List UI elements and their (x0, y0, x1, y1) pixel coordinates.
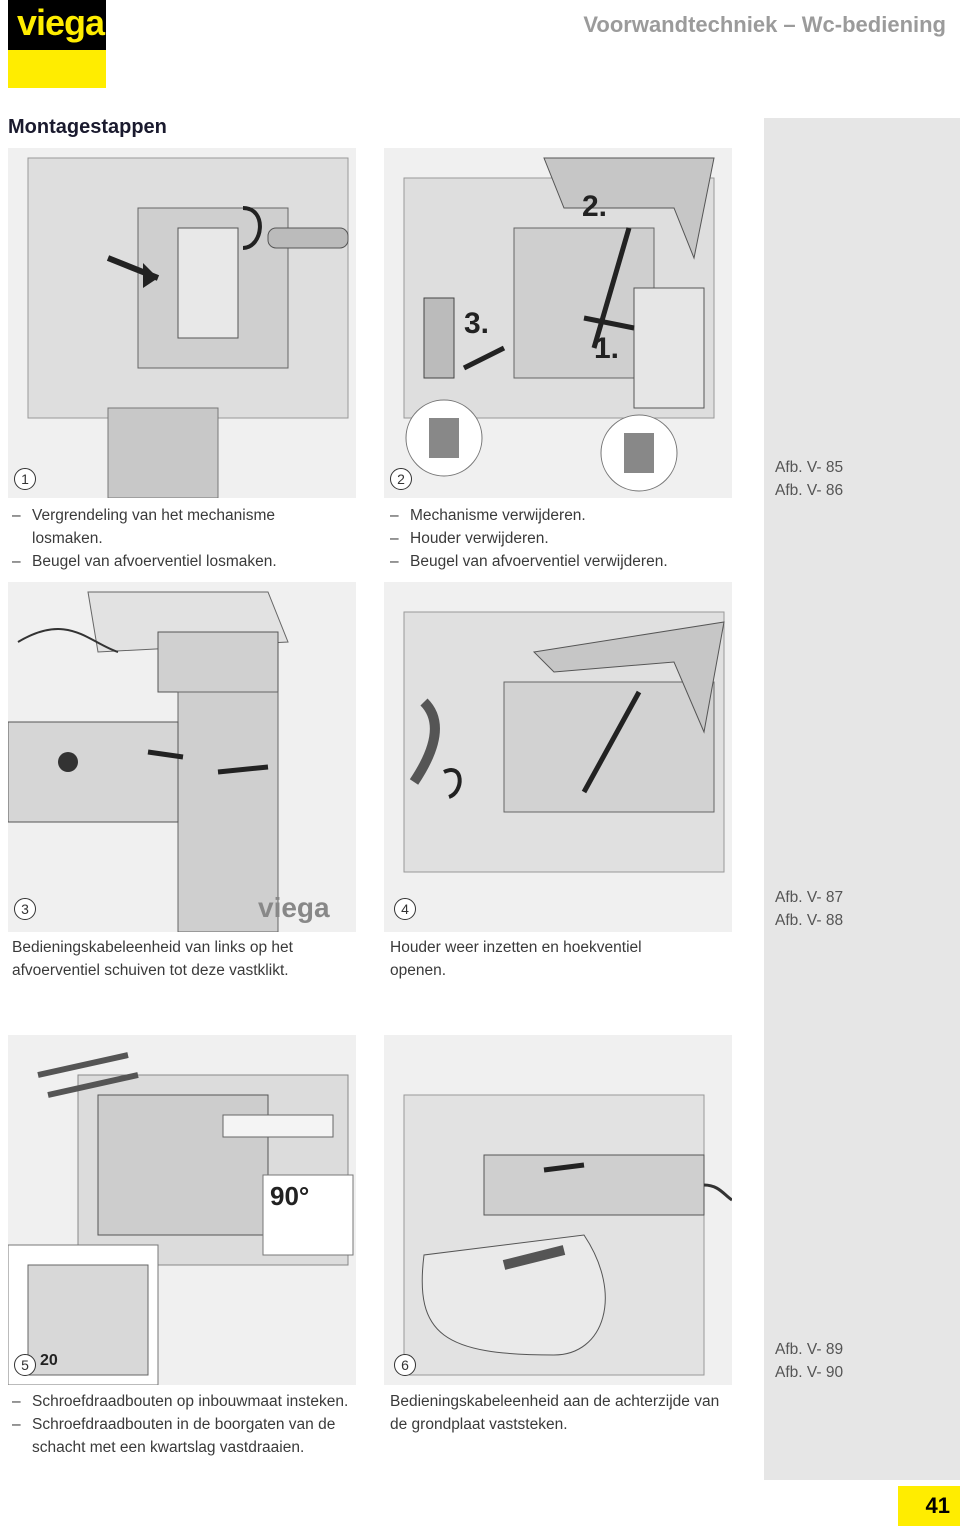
step-1-caption: Vergrendeling van het mechanisme losmake… (8, 504, 348, 573)
figure-ref: Afb. V- 85 (775, 459, 844, 476)
figure-refs-1: Afb. V- 85 Afb. V- 86 (775, 456, 843, 502)
figure-1 (8, 148, 356, 498)
figure-4 (384, 582, 732, 932)
figure-refs-2: Afb. V- 87 Afb. V- 88 (775, 886, 843, 932)
sidebar-column (764, 118, 960, 1480)
step-5-caption: Schroefdraadbouten op inbouwmaat insteke… (8, 1390, 368, 1459)
figure-5: 90° 20 (8, 1035, 356, 1385)
figure-6-drawing (403, 1094, 732, 1376)
logo-black-box: viega (8, 0, 106, 50)
section-title: Montagestappen (8, 116, 167, 138)
page-number: 41 (898, 1486, 960, 1526)
figure-1-drawing (27, 157, 349, 498)
step-4-caption: Houder weer inzetten en hoekventiel open… (390, 939, 642, 979)
figure-ref: Afb. V- 89 (775, 1341, 844, 1358)
figure-2-label-3: 3. (464, 307, 489, 340)
figure-5-drawing: 90° 20 (8, 1052, 354, 1385)
figure-5-measure-label: 20 (40, 1352, 58, 1369)
figure-3: viega (8, 582, 356, 932)
step-3-marker: 3 (14, 898, 36, 920)
step-5-marker: 5 (14, 1354, 36, 1376)
step-5-line-2: Schroefdraadbouten in de boorgaten van d… (8, 1413, 368, 1459)
step-2-line-2: Houder verwijderen. (386, 527, 756, 550)
figure-ref: Afb. V- 86 (775, 482, 844, 499)
step-2-marker: 2 (390, 468, 412, 490)
figure-ref: Afb. V- 90 (775, 1364, 844, 1381)
figure-4-drawing (403, 611, 725, 873)
step-1-line-2: Beugel van afvoerventiel losmaken. (8, 550, 348, 573)
figure-2-label-2: 2. (582, 190, 607, 223)
figure-3-drawing: viega (8, 591, 330, 932)
figure-2-drawing: 2. 3. 1. (403, 157, 715, 492)
step-2-caption: Mechanisme verwijderen. Houder verwijder… (386, 504, 756, 573)
figure-5-angle-label: 90° (270, 1181, 309, 1211)
figure-6 (384, 1035, 732, 1385)
step-4-marker: 4 (394, 898, 416, 920)
step-1-marker: 1 (14, 468, 36, 490)
figure-2: 2. 3. 1. (384, 148, 732, 498)
step-2-line-3: Beugel van afvoerventiel verwijderen. (386, 550, 756, 573)
step-6-caption: Bedieningskabeleenheid aan de achterzijd… (390, 1393, 720, 1433)
logo-text: viega (17, 2, 105, 43)
figure-2-label-1: 1. (594, 332, 619, 365)
page-header-title: Voorwandtechniek – Wc-bediening (583, 12, 946, 37)
viega-logo: viega (8, 0, 106, 88)
figure-ref: Afb. V- 88 (775, 912, 844, 929)
step-6-marker: 6 (394, 1354, 416, 1376)
step-1-line-1: Vergrendeling van het mechanisme losmake… (8, 504, 348, 550)
figure-ref: Afb. V- 87 (775, 889, 844, 906)
step-5-line-1: Schroefdraadbouten op inbouwmaat insteke… (8, 1390, 368, 1413)
figure-refs-3: Afb. V- 89 Afb. V- 90 (775, 1338, 843, 1384)
step-3-caption: Bedieningskabeleenheid van links op het … (12, 939, 293, 979)
figure-3-viega-mark: viega (258, 892, 330, 923)
step-2-line-1: Mechanisme verwijderen. (386, 504, 756, 527)
